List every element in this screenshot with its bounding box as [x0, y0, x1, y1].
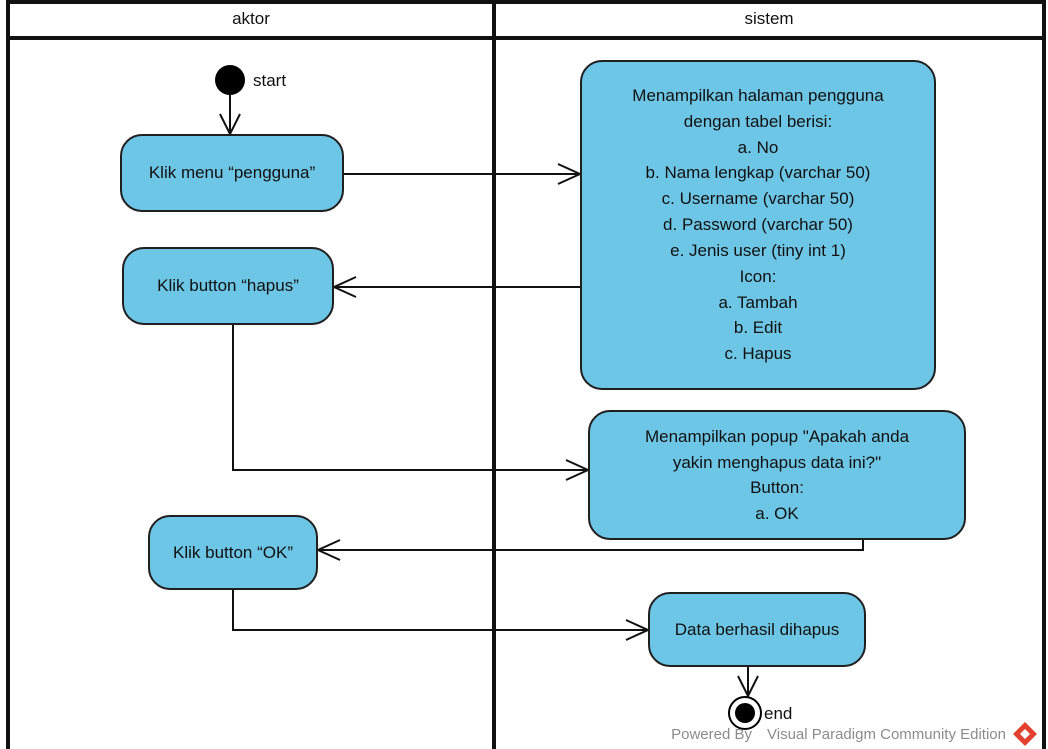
action-tampilkan-popup: Menampilkan popup "Apakah anda yakin men…	[588, 410, 966, 540]
arrowhead	[331, 276, 357, 298]
action-tampilkan-halaman-pengguna: Menampilkan halaman pengguna dengan tabe…	[580, 60, 936, 390]
node-line: c. Hapus	[724, 344, 792, 364]
lane-title-sistem: sistem	[744, 9, 794, 28]
visual-paradigm-logo-icon	[1013, 722, 1037, 746]
node-line: Button:	[750, 478, 804, 497]
edge-hapus-to-popup	[232, 325, 588, 471]
node-line: a. Tambah	[718, 292, 798, 312]
node-line: Menampilkan halaman pengguna	[632, 85, 884, 105]
action-label: Klik menu “pengguna”	[148, 163, 316, 183]
action-data-berhasil-dihapus: Data berhasil dihapus	[648, 592, 866, 667]
node-line: d. Password (varchar 50)	[663, 215, 853, 235]
node-line: c. Username (varchar 50)	[661, 189, 855, 209]
action-label: Data berhasil dihapus	[674, 619, 840, 639]
node-line: yakin menghapus data ini?"	[672, 452, 882, 472]
arrowhead	[737, 675, 759, 699]
action-label: Klik button “OK”	[173, 542, 293, 562]
node-line: e. Jenis user (tiny int 1)	[670, 240, 846, 260]
action-klik-button-ok: Klik button “OK”	[148, 515, 318, 590]
node-line: b. Edit	[733, 318, 783, 338]
node-line: a. No	[737, 137, 779, 157]
start-node	[215, 65, 245, 95]
arrowhead	[315, 539, 341, 561]
action-label: Klik button “hapus”	[157, 276, 299, 296]
edge-popup-to-ok	[318, 540, 864, 551]
end-node-dot	[735, 703, 755, 723]
node-line: Icon:	[739, 266, 777, 286]
swimlane-frame	[6, 0, 1046, 749]
start-label: start	[253, 71, 287, 90]
lane-title-aktor: aktor	[232, 9, 270, 28]
action-klik-menu-pengguna: Klik menu “pengguna”	[120, 134, 344, 212]
node-line: b. Nama lengkap (varchar 50)	[645, 163, 871, 183]
node-line: a. OK	[755, 503, 799, 523]
node-line: Menampilkan popup "Apakah anda	[644, 427, 910, 446]
node-line: dengan tabel berisi:	[683, 111, 833, 131]
end-label: end	[764, 704, 793, 723]
edge-ok-to-berhasil	[232, 590, 648, 631]
action-klik-button-hapus: Klik button “hapus”	[122, 247, 334, 325]
powered-by-footer: Powered By Visual Paradigm Community Edi…	[671, 726, 1006, 743]
